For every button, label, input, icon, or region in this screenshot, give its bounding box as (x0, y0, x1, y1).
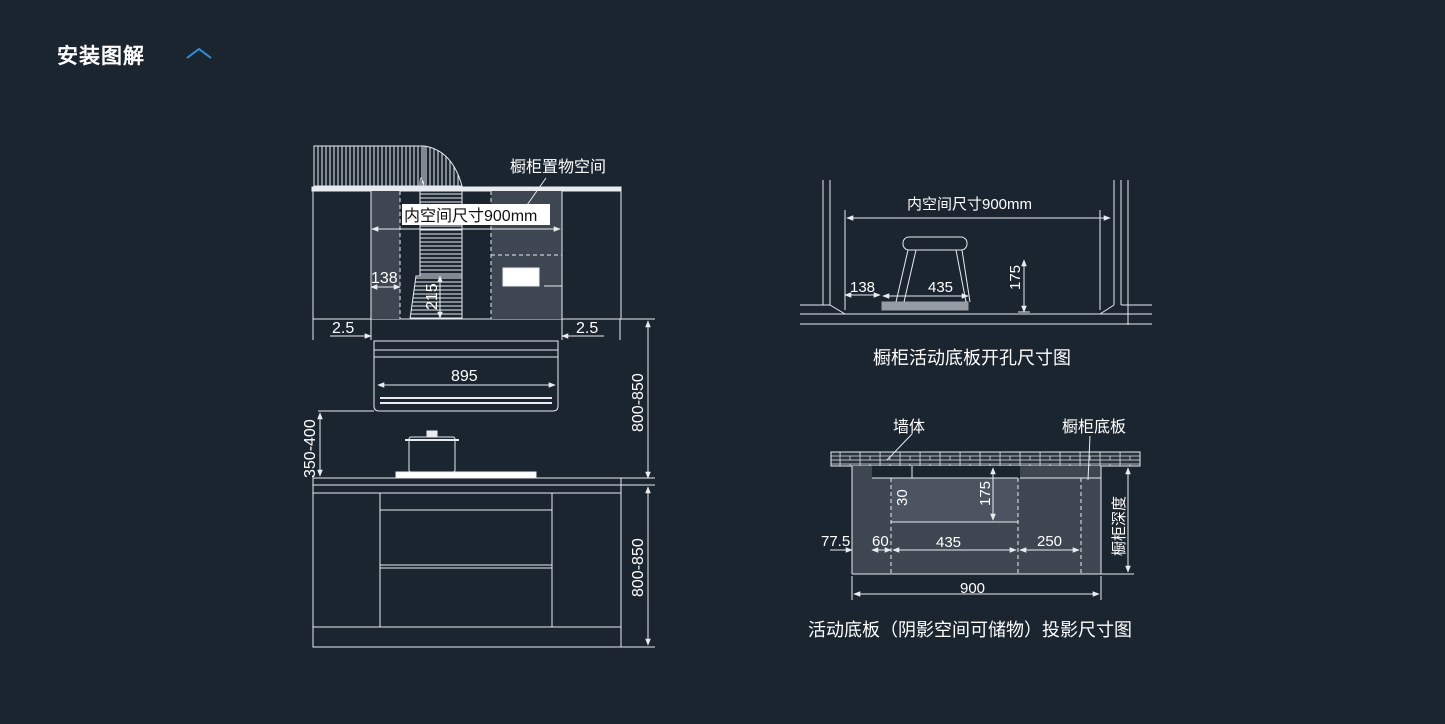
tr-dim-175: 175 (1007, 265, 1024, 290)
dim-lower-height: 800-850 (630, 538, 647, 597)
dim-right-gap: 2.5 (576, 320, 598, 337)
br-dim-30: 30 (894, 489, 911, 506)
wall-brick (830, 451, 1141, 467)
hood-body (373, 356, 559, 412)
dim-138: 138 (371, 270, 398, 287)
br-dim-175: 175 (977, 481, 994, 506)
page-title: 安装图解 (57, 45, 145, 68)
br-dim-900: 900 (960, 580, 985, 597)
control-box (502, 267, 540, 287)
dim-215: 215 (424, 283, 441, 310)
chevron-up-icon (186, 47, 212, 59)
hood-inner-duct (409, 275, 463, 320)
inner-width-label: 内空间尺寸900mm (404, 207, 537, 225)
br-dim-435: 435 (936, 534, 961, 551)
tr-dim-138: 138 (850, 279, 875, 296)
hood-top (373, 340, 559, 358)
br-dim-60: 60 (872, 533, 889, 550)
drawer-2 (379, 567, 553, 628)
drawer-1 (379, 509, 553, 566)
wall-label: 墙体 (893, 418, 925, 436)
bottom-right-caption: 活动底板（阴影空间可储物）投影尺寸图 (808, 620, 1132, 640)
br-dim-77-5: 77.5 (821, 533, 850, 550)
collapse-toggle-button[interactable] (185, 44, 213, 64)
projection-view (830, 433, 1141, 600)
countertop (312, 477, 622, 486)
upper-shelf (311, 186, 622, 192)
duct-vertical (419, 185, 463, 277)
left-shade (371, 191, 400, 319)
front-view (311, 145, 655, 648)
top-right-caption: 橱柜活动底板开孔尺寸图 (873, 348, 1071, 368)
tr-dim-435: 435 (928, 279, 953, 296)
dim-upper-height: 800-850 (630, 373, 647, 432)
pot (408, 436, 456, 473)
lower-cabinet (312, 484, 622, 648)
board-hole-view (800, 180, 1152, 325)
br-dim-250: 250 (1037, 533, 1062, 550)
depth-label: 橱柜深度 (1111, 496, 1128, 556)
board-label: 橱柜底板 (1062, 418, 1126, 436)
dim-hood-width: 895 (451, 368, 478, 385)
duct-horizontal (313, 145, 425, 187)
duct-bend (419, 145, 463, 187)
cabinet-space-label: 橱柜置物空间 (510, 158, 606, 176)
dim-left-gap: 2.5 (332, 320, 354, 337)
tr-inner-width-label: 内空间尺寸900mm (907, 196, 1032, 213)
dim-hood-to-stove: 350-400 (302, 419, 319, 478)
stove (395, 471, 537, 479)
